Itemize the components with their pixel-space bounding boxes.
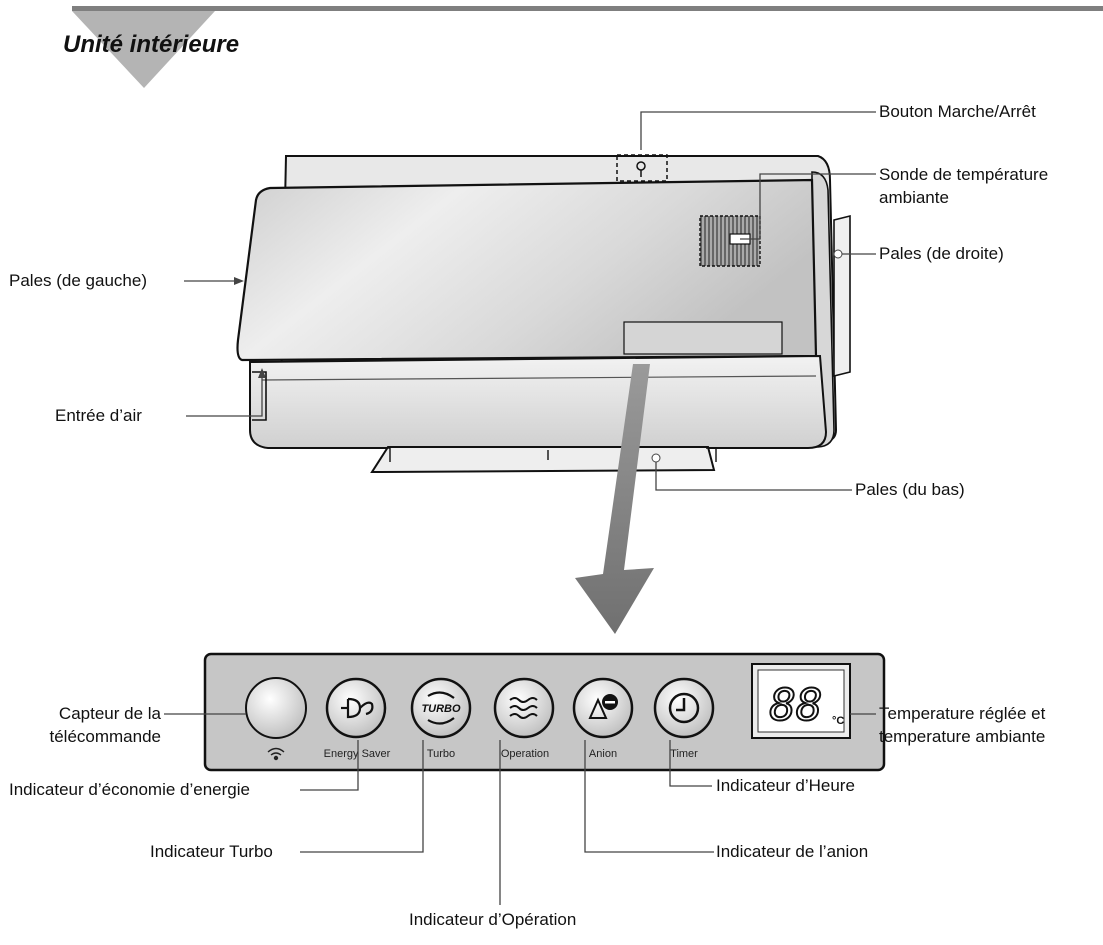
label-room-sensor-2: ambiante <box>879 188 949 207</box>
label-timer-indicator: Indicateur d’Heure <box>716 776 855 795</box>
label-anion-indicator: Indicateur de l’anion <box>716 842 869 861</box>
anion-button <box>572 677 634 739</box>
leader-bottom-blades <box>655 460 852 491</box>
leader-air-inlet <box>186 372 263 417</box>
leader-turbo <box>300 740 424 853</box>
anion-caption: Anion <box>589 748 617 760</box>
air-inlet-arrowhead <box>258 368 266 378</box>
waves-icon <box>509 697 538 719</box>
front-panel <box>236 178 818 362</box>
leader-room-sensor <box>740 173 876 240</box>
bottom-blade-left-end <box>380 447 391 462</box>
timer-caption: Timer <box>670 748 698 760</box>
label-remote-sensor-2: télécommande <box>49 727 161 746</box>
temperature-display-digits: 88 <box>770 680 823 731</box>
label-operation-indicator: Indicateur d’Opération <box>409 910 577 929</box>
leader-energy <box>300 740 359 791</box>
right-blades-dot <box>833 249 843 259</box>
lower-seam <box>261 375 817 381</box>
turbo-arrow-icon <box>427 691 455 725</box>
label-energy-indicator: Indicateur d’économie d’energie <box>9 780 250 799</box>
label-turbo-indicator: Indicateur Turbo <box>150 842 273 861</box>
header-triangle <box>72 11 215 88</box>
plug-icon <box>341 697 374 719</box>
wifi-icon <box>267 747 285 761</box>
label-temp-display-2: temperature ambiante <box>879 727 1046 746</box>
leader-anion <box>584 740 714 853</box>
indoor-unit <box>236 154 851 474</box>
leader-power <box>640 111 876 150</box>
label-remote-sensor-1: Capteur de la <box>58 704 161 723</box>
turbo-caption: Turbo <box>427 748 455 760</box>
operation-caption: Operation <box>501 748 549 760</box>
page-title: Unité intérieure <box>63 31 240 58</box>
right-blade <box>833 214 851 378</box>
left-inlet-bracket <box>252 371 267 421</box>
power-button-box <box>616 154 668 182</box>
temperature-display-unit: °C <box>832 715 844 727</box>
turbo-button <box>410 677 472 739</box>
energy-saver-button <box>325 677 387 739</box>
mini-control-panel <box>623 321 783 355</box>
label-right-blades: Pales (de droite) <box>879 244 1004 263</box>
label-left-blades: Pales (de gauche) <box>9 271 147 290</box>
lower-housing <box>249 354 828 449</box>
zoom-arrow <box>575 364 654 634</box>
anion-icon <box>588 694 618 719</box>
leader-timer <box>669 740 712 787</box>
leader-lines <box>164 111 876 905</box>
header-bar <box>72 6 1103 11</box>
left-blades-arrowhead <box>234 277 244 285</box>
label-power-button: Bouton Marche/Arrêt <box>879 102 1036 121</box>
label-air-inlet: Entrée d’air <box>55 406 142 425</box>
clock-icon <box>668 692 700 724</box>
bottom-blades-dot <box>651 453 661 463</box>
energy-saver-caption: Energy Saver <box>324 748 391 760</box>
bottom-blade-right-end <box>706 447 717 462</box>
bottom-blade <box>370 446 716 474</box>
temperature-display-screen <box>757 669 845 733</box>
turbo-glyph: TURBO <box>421 703 461 715</box>
label-temp-display-1: Temperature réglée et <box>879 704 1046 723</box>
operation-button <box>493 677 555 739</box>
label-room-sensor-1: Sonde de température <box>879 165 1049 184</box>
label-bottom-blades: Pales (du bas) <box>855 480 965 499</box>
remote-sensor-lens <box>245 677 307 739</box>
